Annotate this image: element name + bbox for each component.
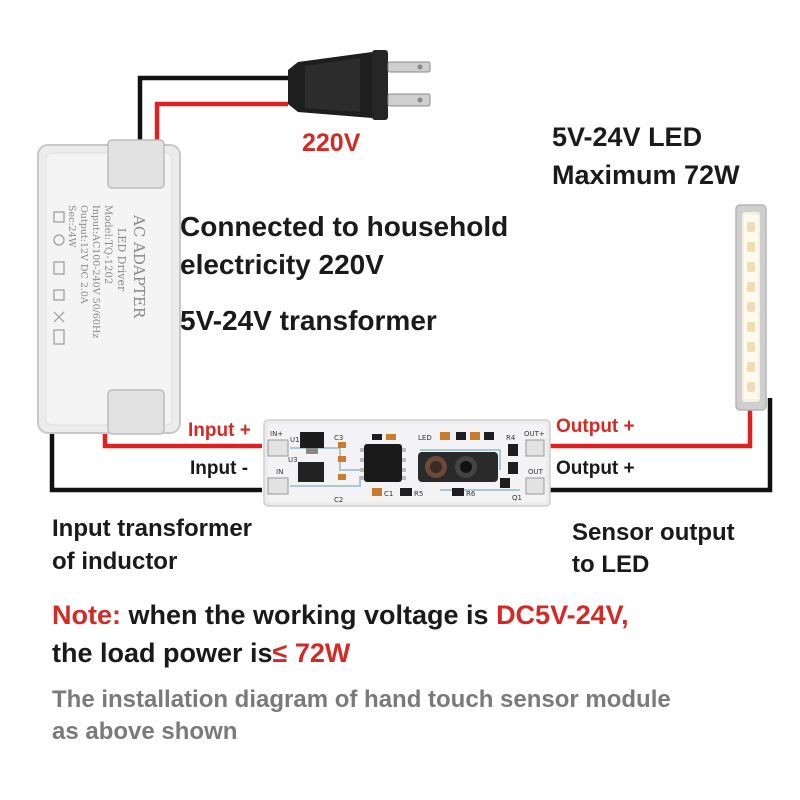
transformer-label: 5V-24V transformer (180, 305, 437, 336)
led-spec-line1: 5V-24V LED (552, 122, 703, 152)
pcb-label-in: IN (276, 468, 283, 476)
led-spec-line2: Maximum 72W (552, 160, 740, 190)
note-le-symbol: ≤ (272, 638, 288, 668)
output-plus-bottom-label: Output + (556, 458, 635, 479)
note-voltage: DC5V-24V, (496, 600, 629, 630)
pcb-label-out-plus: OUT+ (524, 430, 545, 438)
sensor-output-line2: to LED (572, 551, 650, 578)
pcb-label-u3: U3 (288, 456, 298, 464)
input-transformer-line2: of inductor (52, 548, 178, 575)
pcb-label-c2: C2 (334, 496, 343, 504)
note-line2: the load power is≤ 72W (52, 638, 350, 669)
adapter-label-line1: LED Driver (115, 228, 128, 292)
caption-line2: as above shown (52, 718, 238, 745)
power-plug-icon (288, 50, 431, 120)
led-light-bar (735, 204, 767, 411)
pcb-label-c1: C1 (384, 490, 393, 498)
black-wires (49, 75, 773, 493)
pcb-label-u1: U1 (290, 436, 300, 444)
pcb-label-out: OUT (528, 468, 544, 476)
pcb-label-q1: Q1 (512, 494, 522, 502)
input-minus-label: Input - (190, 458, 249, 479)
note-power: 72W (287, 638, 351, 668)
adapter-label-line3: Input:AC100-240V 50/60Hz (90, 205, 101, 338)
connected-line1: Connected to household (180, 211, 509, 242)
adapter-label-line2: Model:TQ-1202 (102, 205, 113, 284)
pcb-label-led: LED (418, 434, 432, 442)
caption-line1: The installation diagram of hand touch s… (52, 686, 671, 713)
sensor-output-line1: Sensor output (572, 519, 735, 546)
note-line1: Note: when the working voltage is DC5V-2… (52, 600, 629, 631)
input-transformer-line1: Input transformer (52, 515, 253, 542)
certification-icons (53, 211, 65, 345)
note-text2: the load power is (52, 638, 273, 668)
ac-adapter-box: AC ADAPTER LED Driver Model:TQ-1202 Inpu… (37, 139, 181, 435)
pcb-label-r5: R5 (414, 490, 423, 498)
mains-voltage-label: 220V (302, 129, 361, 157)
note-text1: when the working voltage is (121, 600, 497, 630)
pcb-label-c3: C3 (334, 434, 343, 442)
sensor-module-pcb: IN+ IN U1 U3 C3 C2 C1 R5 R6 LED R4 Q1 OU… (263, 419, 551, 507)
connected-line2: electricity 220V (180, 249, 384, 280)
note-prefix: Note: (52, 600, 121, 630)
pcb-label-r4: R4 (506, 434, 516, 442)
pcb-label-in-plus: IN+ (270, 430, 283, 438)
adapter-label-line4: Output:12V DC 2.0A (78, 205, 89, 304)
output-plus-top-label: Output + (556, 416, 635, 437)
input-plus-label: Input + (188, 420, 251, 441)
pcb-label-r6: R6 (466, 490, 476, 498)
adapter-label-line5: Sec:24W (66, 205, 77, 248)
adapter-label-title: AC ADAPTER (130, 214, 148, 319)
